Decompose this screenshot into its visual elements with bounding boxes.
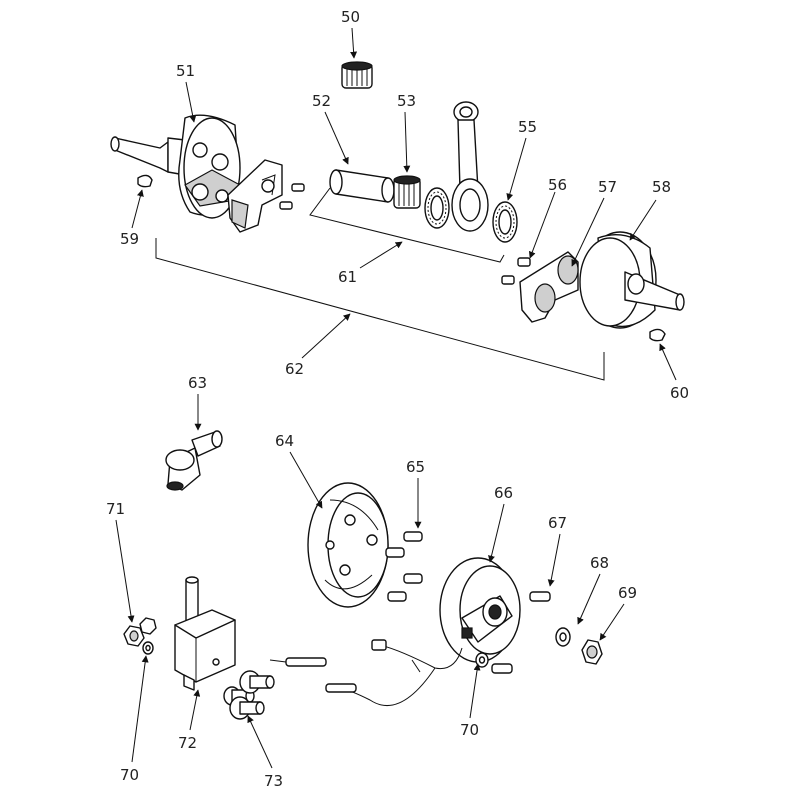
callout-61: 61 <box>338 268 357 286</box>
callout-63: 63 <box>188 374 207 392</box>
screw-56 <box>501 257 531 285</box>
callout-50: 50 <box>341 8 360 26</box>
wiring-harness <box>269 639 463 707</box>
crank-half-right <box>579 231 685 329</box>
bracket-62 <box>155 238 605 381</box>
ignition-coil <box>174 576 236 691</box>
counterweight-plate-left <box>227 159 283 233</box>
callout-67: 67 <box>548 514 567 532</box>
callout-58: 58 <box>652 178 671 196</box>
crank-half-left <box>110 114 241 219</box>
screw-pair-left <box>279 183 305 210</box>
needle-bearing-large <box>393 175 421 209</box>
connecting-rod <box>451 101 489 232</box>
leader-lines <box>115 27 677 769</box>
bracket-61 <box>309 187 505 263</box>
nut-69 <box>581 639 603 665</box>
screws-65 <box>385 531 423 602</box>
screw-67 <box>529 591 551 602</box>
woodruff-key-right <box>649 328 666 342</box>
callout-73: 73 <box>264 772 283 790</box>
callout-70-left: 70 <box>120 766 139 784</box>
callout-52: 52 <box>312 92 331 110</box>
washer-70-left <box>142 641 154 655</box>
callout-56: 56 <box>548 176 567 194</box>
callout-59: 59 <box>120 230 139 248</box>
nut-71 <box>123 617 157 647</box>
spark-plug-cap <box>165 430 223 491</box>
callout-66: 66 <box>494 484 513 502</box>
flywheel <box>439 557 521 663</box>
callout-53: 53 <box>397 92 416 110</box>
stator-plate <box>307 482 389 608</box>
needle-bearing-small <box>341 61 373 89</box>
callout-64: 64 <box>275 432 294 450</box>
callout-57: 57 <box>598 178 617 196</box>
thrust-washer-left <box>424 187 450 229</box>
callout-72: 72 <box>178 734 197 752</box>
callout-70-right: 70 <box>460 721 479 739</box>
callout-55: 55 <box>518 118 537 136</box>
thrust-washer-right <box>492 201 518 243</box>
callout-69: 69 <box>618 584 637 602</box>
washer-68 <box>555 627 571 647</box>
rubber-mounts <box>223 670 275 720</box>
callout-68: 68 <box>590 554 609 572</box>
crank-pin <box>329 169 395 203</box>
callout-60: 60 <box>670 384 689 402</box>
callout-51: 51 <box>176 62 195 80</box>
callout-71: 71 <box>106 500 125 518</box>
callout-labels: 50 51 52 53 55 56 57 58 59 60 61 62 63 6… <box>106 8 689 790</box>
callout-62: 62 <box>285 360 304 378</box>
callout-65: 65 <box>406 458 425 476</box>
woodruff-key-left <box>137 174 153 188</box>
